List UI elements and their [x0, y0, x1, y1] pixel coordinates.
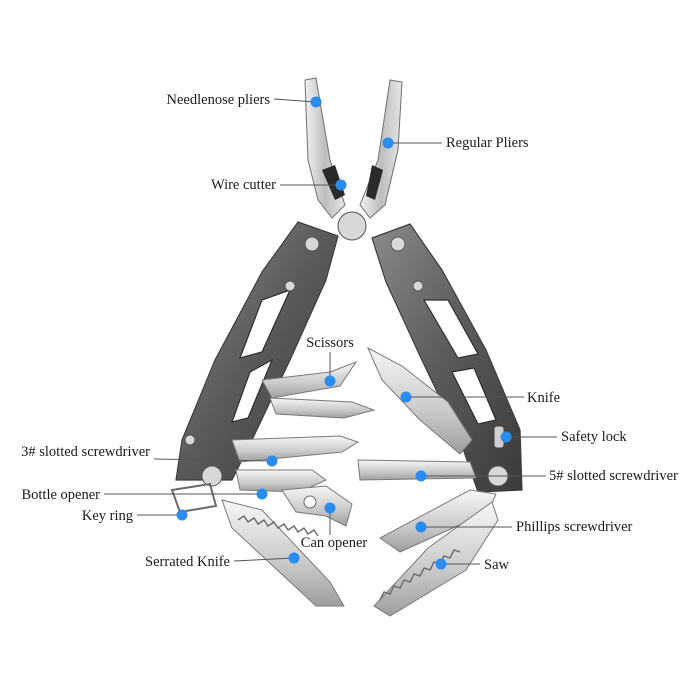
marker-needlenose-pliers: [310, 96, 322, 108]
left-handle: [175, 221, 339, 487]
label-scissors: Scissors: [306, 335, 354, 351]
label-regular-pliers: Regular Pliers: [446, 135, 529, 151]
label-wire-cutter: Wire cutter: [211, 177, 276, 193]
marker-safety-lock: [500, 431, 512, 443]
label-serrated-knife: Serrated Knife: [145, 554, 230, 570]
marker-dots: [176, 96, 512, 570]
label-safety-lock: Safety lock: [561, 429, 627, 445]
label-saw: Saw: [484, 557, 510, 573]
pliers-jaws: [304, 77, 403, 241]
marker-key-ring: [176, 509, 188, 521]
marker-phillips-screwdriver: [415, 521, 427, 533]
right-tools: [357, 346, 505, 617]
label-5-slotted-screwdriver: 5# slotted screwdriver: [549, 468, 678, 484]
label-3-slotted-screwdriver: 3# slotted screwdriver: [21, 444, 150, 460]
label-needlenose-pliers: Needlenose pliers: [167, 92, 271, 108]
right-handle: [371, 223, 523, 493]
marker-knife: [400, 391, 412, 403]
marker-saw: [435, 558, 447, 570]
marker-serrated-knife: [288, 552, 300, 564]
label-key-ring: Key ring: [82, 508, 133, 524]
leader-lines: [104, 98, 557, 565]
marker-scissors: [324, 375, 336, 387]
left-tools: [170, 360, 376, 607]
label-can-opener: Can opener: [301, 535, 368, 551]
part-labels: Needlenose pliers Regular Pliers Wire cu…: [21, 92, 678, 573]
label-bottle-opener: Bottle opener: [21, 487, 100, 503]
marker-bottle-opener: [256, 488, 268, 500]
marker-3-slotted-screwdriver: [266, 455, 278, 467]
label-knife: Knife: [527, 390, 560, 406]
marker-can-opener: [324, 502, 336, 514]
marker-regular-pliers: [382, 137, 394, 149]
marker-5-slotted-screwdriver: [415, 470, 427, 482]
marker-wire-cutter: [335, 179, 347, 191]
label-phillips-screwdriver: Phillips screwdriver: [516, 519, 633, 535]
